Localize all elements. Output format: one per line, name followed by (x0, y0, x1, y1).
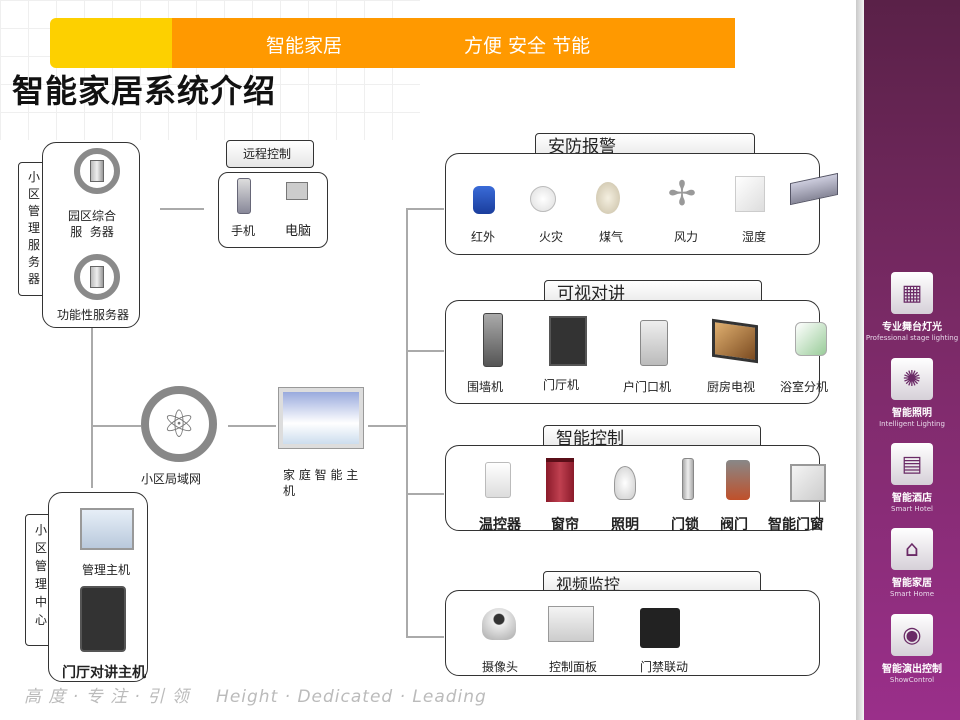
access-control-icon (640, 608, 680, 648)
connector-line (91, 328, 93, 488)
control-item-label: 阀门 (720, 517, 748, 533)
connector-line (406, 208, 444, 210)
control-panel-icon (548, 606, 594, 642)
nav-sublabel: Professional stage lighting (865, 334, 959, 342)
host1-label: 管理主机 (82, 563, 131, 577)
vertical-label-text: 小区管理中心 (34, 523, 47, 627)
humidity-sensor-icon (735, 176, 765, 212)
bulb-icon: ✺ (891, 358, 933, 400)
nav-label: 专业舞台灯光 (882, 322, 942, 333)
intercom-item-label: 厨房电视 (707, 380, 756, 394)
smart-window-icon (790, 464, 826, 502)
door-lock-icon (682, 458, 694, 500)
infrared-sensor-icon (473, 186, 495, 214)
connector-line (406, 636, 444, 638)
banner: 智能家居 方便 安全 节能 (172, 18, 735, 68)
intercom-item-label: 户门口机 (623, 380, 672, 394)
control-item-label: 门锁 (671, 517, 699, 533)
home-host-icon (279, 388, 363, 448)
lobby-unit-icon (549, 316, 587, 366)
nav-item-smart-home[interactable]: ⌂ 智能家居 Smart Home (864, 528, 960, 598)
curtain-icon (546, 458, 574, 502)
security-item-label: 煤气 (599, 230, 624, 244)
connector-line (406, 208, 408, 638)
stage-light-icon: ▦ (891, 272, 933, 314)
wall-unit-icon (483, 313, 503, 367)
nav-label: 智能照明 (892, 408, 932, 419)
phone-icon (237, 178, 251, 214)
nav-label: 智能演出控制 (882, 664, 942, 675)
security-item-label: 火灾 (539, 230, 564, 244)
banner-left-text: 智能家居 (266, 35, 343, 57)
server-icon (74, 254, 120, 300)
connector-line (160, 208, 204, 210)
vertical-label-text: 小区管理服务器 (27, 170, 40, 286)
intercom-item-label: 浴室分机 (780, 380, 829, 394)
connector-line (406, 350, 444, 352)
nav-sublabel: Smart Hotel (891, 505, 933, 513)
footer-en: Height · Dedicated · Leading (216, 687, 487, 707)
right-nav-panel: ▦ 专业舞台灯光 Professional stage lighting ✺ 智… (856, 0, 960, 720)
smoke-detector-icon (530, 186, 556, 212)
nav-item-stage-lighting[interactable]: ▦ 专业舞台灯光 Professional stage lighting (864, 272, 960, 342)
hotel-icon: ▤ (891, 443, 933, 485)
lan-label: 小区局域网 (141, 472, 202, 486)
security-item-label: 红外 (471, 230, 496, 244)
page-title: 智能家居系统介绍 (12, 72, 277, 110)
security-item-label: 湿度 (742, 230, 767, 244)
control-item-label: 照明 (611, 517, 639, 533)
valve-icon (726, 460, 750, 500)
home-icon: ⌂ (891, 528, 933, 570)
pc-label: 电脑 (285, 224, 312, 239)
panel-edge (856, 0, 864, 720)
nav-item-intelligent-lighting[interactable]: ✺ 智能照明 Intelligent Lighting (864, 358, 960, 428)
connector-line (368, 425, 408, 427)
video-item-label: 摄像头 (482, 660, 519, 674)
lightbulb-icon (614, 466, 636, 500)
kitchen-tv-icon (712, 318, 758, 364)
thermostat-icon (485, 462, 511, 498)
nav-item-smart-hotel[interactable]: ▤ 智能酒店 Smart Hotel (864, 443, 960, 513)
phone-label: 手机 (231, 224, 256, 238)
control-item-label: 窗帘 (551, 517, 579, 533)
nav-sublabel: Intelligent Lighting (879, 420, 945, 428)
nav-item-show-control[interactable]: ◉ 智能演出控制 ShowControl (864, 614, 960, 684)
banner-right-text: 方便 安全 节能 (464, 35, 591, 57)
remote-box (218, 172, 328, 248)
door-unit-icon (640, 320, 668, 366)
management-host-icon (80, 508, 134, 550)
intercom-item-label: 门厅机 (543, 378, 580, 392)
footer-zh: 高 度 · 专 注 · 引 领 (24, 687, 190, 707)
nav-label: 智能酒店 (892, 493, 932, 504)
server-icon (74, 148, 120, 194)
video-item-label: 门禁联动 (640, 660, 689, 674)
server2-label: 功能性服务器 (57, 308, 130, 322)
server1-label: 园区综合 服 务器 (68, 209, 117, 239)
intercom-item-label: 围墙机 (467, 380, 504, 394)
nav-sublabel: ShowControl (889, 676, 935, 684)
remote-title: 远程控制 (226, 140, 314, 168)
host2-label: 门厅对讲主机 (62, 665, 146, 681)
control-item-label: 智能门窗 (768, 517, 824, 533)
show-control-icon: ◉ (891, 614, 933, 656)
gas-detector-icon (596, 182, 620, 214)
nav-label: 智能家居 (892, 578, 932, 589)
connector-line (228, 425, 276, 427)
wind-sensor-icon: ✢ (667, 174, 697, 214)
banner-accent (50, 18, 172, 68)
video-item-label: 控制面板 (549, 660, 598, 674)
control-item-label: 温控器 (479, 517, 521, 533)
security-item-label: 风力 (674, 230, 699, 244)
footer-slogan: 高 度 · 专 注 · 引 领 Height · Dedicated · Lea… (24, 682, 487, 707)
lan-atom-icon: ⚛ (141, 386, 217, 462)
connector-line (91, 425, 141, 427)
door-intercom-host-icon (80, 586, 126, 652)
pc-icon (286, 182, 308, 200)
connector-line (406, 493, 444, 495)
nav-sublabel: Smart Home (889, 590, 935, 598)
camera-icon (482, 608, 516, 640)
bathroom-unit-icon (795, 322, 827, 356)
home-host-label: 家 庭 智 能 主 机 (283, 468, 359, 498)
